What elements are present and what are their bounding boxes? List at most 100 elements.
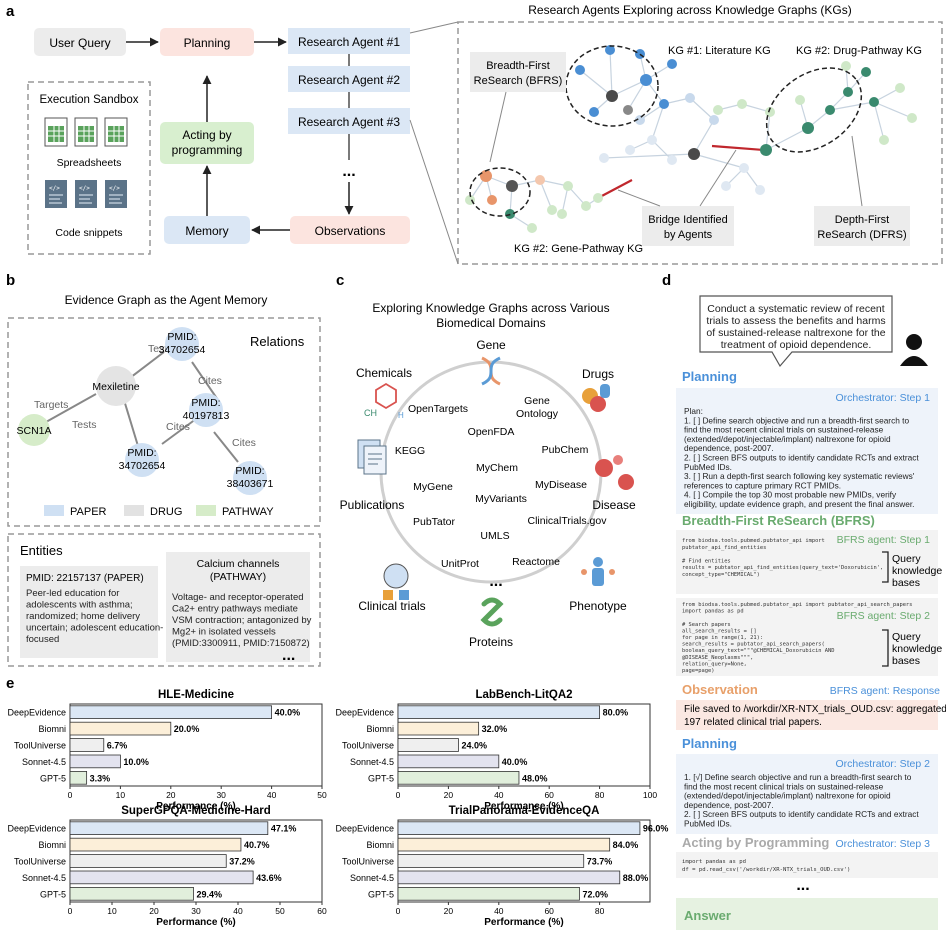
domain-publications: Publications (340, 498, 405, 512)
bar (397, 721, 480, 736)
x-tick-label: 50 (275, 906, 285, 916)
node-pmid-4 (233, 461, 267, 495)
legend-drug: DRUG (150, 506, 182, 518)
proteins-icon (480, 597, 504, 627)
x-tick-label: 20 (444, 906, 454, 916)
bfrs-response-label: BFRS agent: Response (830, 685, 940, 697)
kb2-line1: Query (892, 631, 921, 643)
acting-card (676, 852, 938, 878)
bar-value-label: 10.0% (123, 757, 149, 767)
source-pubtator: PubTator (413, 516, 456, 528)
bar (69, 887, 194, 901)
x-tick-label: 60 (544, 906, 554, 916)
code-snippets-label: Code snippets (55, 227, 122, 239)
x-axis-label: Performance (%) (156, 917, 235, 928)
kg-nodes (465, 45, 917, 233)
evidence-graph-title: Evidence Graph as the Agent Memory (65, 293, 268, 307)
evidence-legend: PAPER DRUG PATHWAY (44, 505, 274, 518)
bridge-line1: Bridge Identified (648, 214, 728, 226)
kg2a-label: KG #2: Drug-Pathway KG (796, 45, 922, 57)
bar (397, 870, 621, 885)
disease-icon (595, 455, 634, 490)
code2-line: relation_query=None, (682, 661, 747, 667)
bridge-pointer-2 (699, 149, 737, 207)
bfrs-step1-card (676, 530, 938, 594)
bar-chart-2: SuperGPQA-Medicine-Hard47.1%DeepEvidence… (7, 805, 327, 928)
panel-b: b Evidence Graph as the Agent Memory Rel… (6, 272, 321, 667)
bfrs-box (470, 52, 566, 92)
bar-value-label: 47.1% (271, 824, 297, 834)
bar-value-label: 40.7% (244, 840, 270, 850)
x-axis-label: Performance (%) (156, 801, 235, 812)
entity2-line: Voltage- and receptor-operated (172, 592, 304, 603)
entity1-line: focused (26, 634, 59, 645)
kb1-line2: knowledge (892, 565, 942, 577)
zoom-line-bottom (409, 119, 459, 265)
bar (397, 771, 520, 785)
source-opentargets: OpenTargets (408, 403, 468, 415)
category-label: Biomni (38, 840, 66, 850)
code2-line: search_results = pubtator_api_search_pap… (682, 642, 825, 648)
acting-text-2: programming (172, 143, 243, 157)
edge-targets: Targets (34, 399, 68, 411)
entity2-head-2: (PATHWAY) (210, 571, 266, 583)
bar-value-label: 72.0% (582, 889, 608, 899)
plan-line: 2. [ ] Screen BFS outputs to identify ca… (684, 453, 919, 463)
category-label: Sonnet-4.5 (350, 757, 394, 767)
plan-line: references to capture primary RCT PMIDs. (684, 480, 841, 490)
bfrs-pointer (489, 91, 507, 163)
domain-phenotype: Phenotype (569, 599, 627, 613)
bridge-edge-2 (711, 144, 765, 152)
user-query-text: User Query (49, 36, 110, 50)
bar (69, 754, 121, 769)
source-reactome: Reactome (512, 556, 560, 568)
planning2-card (676, 754, 938, 834)
steps-ellipsis: ... (796, 877, 809, 894)
svg-text:</>: </> (49, 185, 60, 192)
observation-heading: Observation (682, 682, 758, 697)
bar-value-label: 40.0% (275, 708, 301, 718)
x-tick-label: 40 (233, 906, 243, 916)
code2-line: all_search_results = [] (682, 628, 757, 634)
source-myvariants: MyVariants (475, 493, 527, 505)
query-line: Conduct a systematic review of recent (707, 303, 884, 315)
observation-card (676, 700, 938, 730)
clinical-trials-icon (383, 563, 409, 600)
acting-box (160, 122, 254, 164)
category-label: Sonnet-4.5 (22, 873, 66, 883)
x-tick-label: 80 (595, 790, 605, 800)
kb1-line3: bases (892, 577, 920, 589)
panel-c-label: c (336, 272, 344, 289)
x-tick-label: 20 (166, 790, 176, 800)
bar (69, 738, 105, 752)
plan-line: (extended/depot/injectable/implant) nalt… (684, 434, 891, 444)
plan-line: 4. [ ] Compile the top 30 most probable … (684, 490, 897, 500)
kb-bracket-1 (882, 551, 889, 583)
bar (69, 870, 254, 885)
planning-text: Planning (184, 36, 231, 50)
category-label: ToolUniverse (342, 741, 394, 751)
phenotype-icon (581, 557, 615, 586)
bar (69, 837, 242, 852)
source-mydisease: MyDisease (535, 479, 587, 491)
bar-value-label: 20.0% (174, 724, 200, 734)
bridge-edge-1 (597, 179, 633, 199)
entity1-line: Peer-led education for (26, 588, 119, 599)
evidence-graph-frame (7, 317, 321, 527)
orchestrator-step1: Orchestrator: Step 1 (835, 392, 930, 404)
bar (397, 821, 641, 835)
domain-gene: Gene (476, 338, 506, 352)
domain-drugs: Drugs (582, 367, 614, 381)
bridge-line2: by Agents (664, 229, 713, 241)
orchestrator-step3: Orchestrator: Step 3 (835, 838, 930, 850)
x-tick-label: 0 (68, 790, 73, 800)
kb1-line1: Query (892, 553, 921, 565)
entities-ellipsis: ... (282, 647, 295, 664)
x-tick-label: 20 (444, 790, 454, 800)
svg-text:</>: </> (109, 185, 120, 192)
kg1-label: KG #1: Literature KG (668, 45, 771, 57)
panel-c-title-2: Biomedical Domains (436, 316, 545, 330)
node-pmid-2-line1: PMID: (191, 397, 220, 409)
bar-chart-1: LabBench-LitQA280.0%DeepEvidence32.0%Bio… (335, 689, 657, 812)
